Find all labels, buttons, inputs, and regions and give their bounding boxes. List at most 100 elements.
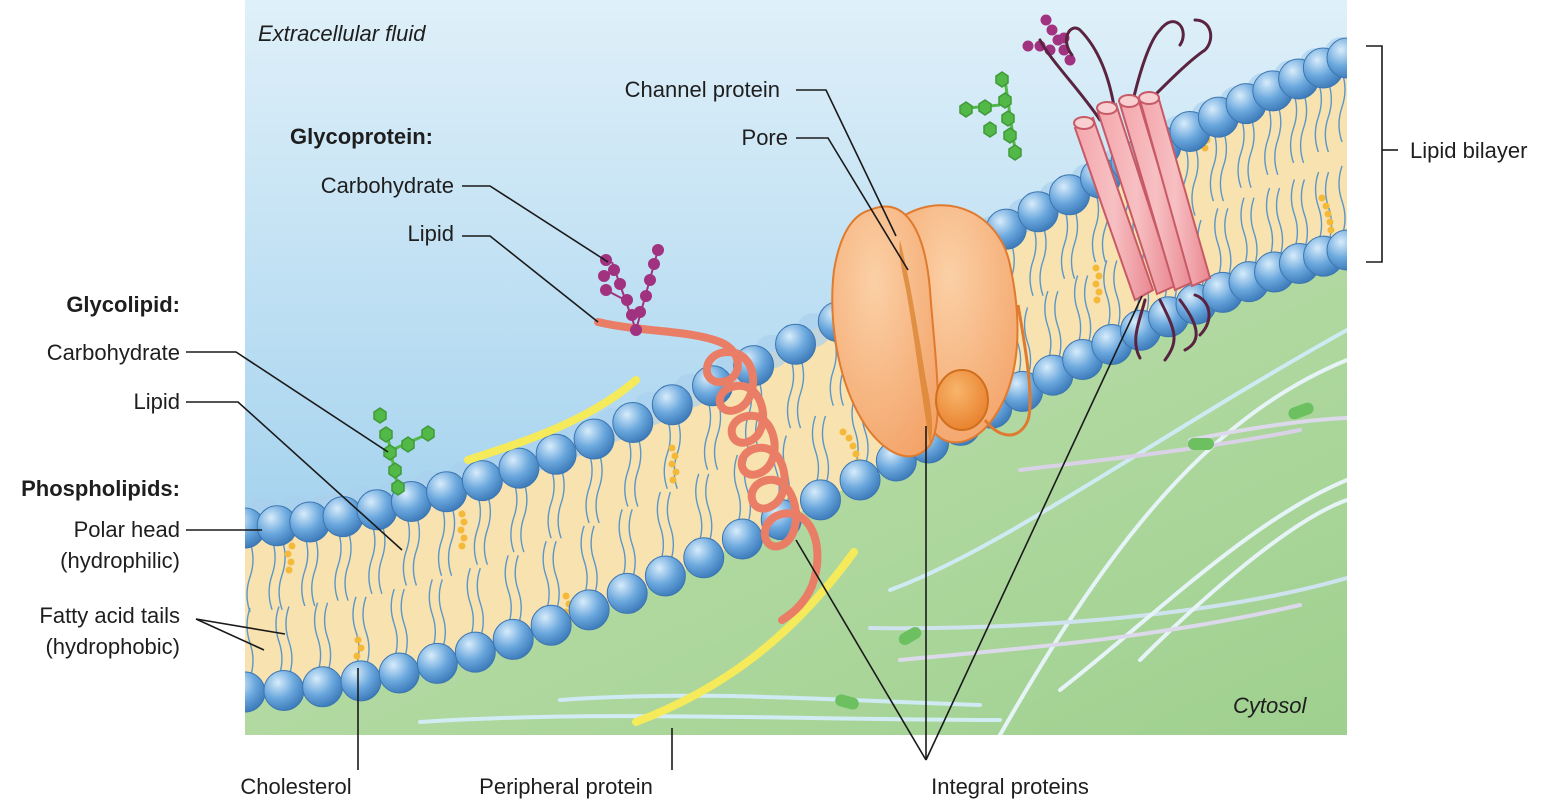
integral-proteins-label: Integral proteins: [931, 774, 1089, 799]
leader-integral-3: [925, 295, 1143, 761]
cytoskeleton: [418, 328, 1347, 735]
fatty-acid-tail: [1275, 187, 1284, 259]
fatty-acid-tail: [1300, 179, 1309, 250]
fatty-acid-tail: [514, 555, 522, 626]
channel-protein-left-half: [831, 205, 939, 458]
fatty-acid-tail: [1240, 197, 1248, 268]
fatty-acid-tail: [1289, 92, 1298, 164]
fatty-acid-tail: [811, 415, 820, 487]
fatty-acid-tail: [483, 494, 492, 565]
leader-gp-lipid: [462, 235, 599, 323]
fatty-acid-tail: [285, 606, 293, 677]
fatty-acid-tail: [1023, 307, 1032, 378]
fatty-acid-tail: [705, 473, 713, 545]
leader-pore: [796, 137, 909, 271]
polar-head-icon: [1326, 37, 1347, 79]
fatty-acid-tail: [1091, 191, 1100, 263]
fatty-acid-tail: [585, 452, 593, 524]
fatty-acid-tail: [400, 588, 408, 660]
polar-head-icon: [492, 618, 534, 660]
fatty-acid-tail: [412, 515, 421, 586]
channel-protein: [831, 204, 1032, 458]
fatty-acid-tail: [1264, 104, 1272, 176]
fatty-acid-tail: [1237, 117, 1245, 188]
fatty-acid-tail: [1044, 290, 1052, 362]
lipid-bilayer-label: Lipid bilayer: [1410, 138, 1527, 163]
fatty-acid-tail: [437, 505, 446, 576]
fatty-acid-tail: [246, 541, 254, 613]
fatty-acid-tail: [1250, 197, 1258, 268]
fatty-acid-tail: [656, 491, 665, 563]
fatty-acid-tail: [786, 357, 795, 429]
fatty-acid-tail: [1324, 81, 1333, 153]
fatty-acid-tail: [504, 555, 512, 626]
fatty-acid-tail: [1029, 225, 1037, 297]
cholesterol-icon: [457, 510, 468, 550]
fatty-acid-tail: [1054, 290, 1062, 362]
polar-head-icon: [498, 447, 540, 489]
glycolipid-lipid-label: Lipid: [134, 389, 180, 414]
fatty-acid-tail: [590, 525, 598, 597]
channel-pore: [899, 240, 933, 445]
fatty-acid-tail: [1314, 81, 1323, 153]
extracellular-label: Extracellular fluid: [258, 21, 426, 46]
fatty-acid-tail: [1274, 104, 1282, 176]
fatty-acid-tail: [1290, 179, 1299, 250]
helix-loops: [1038, 18, 1213, 362]
carbohydrate-icon: [959, 71, 1022, 161]
fatty-acid-tail: [628, 509, 636, 580]
polar-head-icon: [839, 459, 881, 501]
polar-head-icon: [454, 631, 496, 673]
pore-label: Pore: [742, 125, 788, 150]
leader-fatty-1: [195, 618, 286, 635]
polar-head-icon: [683, 537, 725, 579]
fatty-acid-tail: [1338, 165, 1346, 237]
fatty-acid-tail: [542, 541, 550, 612]
channel-subunit: [935, 369, 989, 431]
polar-head-icon: [644, 555, 686, 597]
fatty-acid-tail: [547, 467, 555, 539]
polar-head-icon: [1326, 229, 1347, 271]
fatty-acid-tail: [1191, 145, 1199, 216]
fatty-acid-tail: [1338, 71, 1346, 143]
polar-head-icon: [573, 418, 615, 460]
fatty-acid-tail: [634, 436, 642, 507]
peripheral-protein-inner: [632, 548, 858, 726]
polar-head-icon: [245, 671, 266, 713]
phospholipids-heading: Phospholipids:: [21, 476, 180, 501]
fatty-acid-tail: [275, 606, 283, 677]
fatty-acid-tail: [476, 567, 484, 639]
fatty-acid-tail: [1039, 225, 1047, 297]
fatty-acid-tail: [1224, 208, 1232, 279]
cholesterol-icon: [668, 444, 680, 484]
fatty-acid-tail: [821, 415, 830, 487]
polar-head-icon: [1017, 191, 1059, 233]
fatty-tails-label: Fatty acid tails: [39, 603, 180, 628]
labels: Extracellular fluid Cytosol Glycoprotein…: [21, 21, 1527, 799]
fatty-acid-tail: [311, 535, 319, 607]
channel-tail: [983, 304, 1032, 437]
fatty-tails-sublabel: (hydrophobic): [45, 634, 180, 659]
carbohydrate-icon: [598, 244, 664, 336]
fatty-acid-tail: [473, 494, 482, 565]
fatty-acid-tail: [301, 535, 309, 607]
cholesterol-icon: [1318, 194, 1335, 234]
fatty-acid-tail: [1060, 208, 1069, 279]
fatty-acid-tail: [695, 473, 703, 545]
fatty-acid-tail: [703, 399, 712, 470]
helix-cylinders: [1073, 91, 1212, 302]
glycoprotein-green-carbohydrate: [959, 14, 1076, 161]
leader-bilayer-bracket: [1366, 45, 1383, 263]
polar-head-icon: [568, 589, 610, 631]
glycolipid-heading: Glycolipid:: [66, 292, 180, 317]
cytosol-label: Cytosol: [1233, 693, 1307, 718]
cholesterol-icon: [1092, 264, 1103, 304]
peripheral-protein-outer: [464, 376, 640, 464]
peripheral-protein-label: Peripheral protein: [479, 774, 653, 799]
fatty-acid-tail: [796, 357, 805, 429]
polar-head-icon: [263, 669, 305, 711]
fatty-acid-tail: [323, 602, 332, 673]
peripheral-proteins: [464, 376, 858, 726]
polar-head-icon: [356, 489, 398, 531]
